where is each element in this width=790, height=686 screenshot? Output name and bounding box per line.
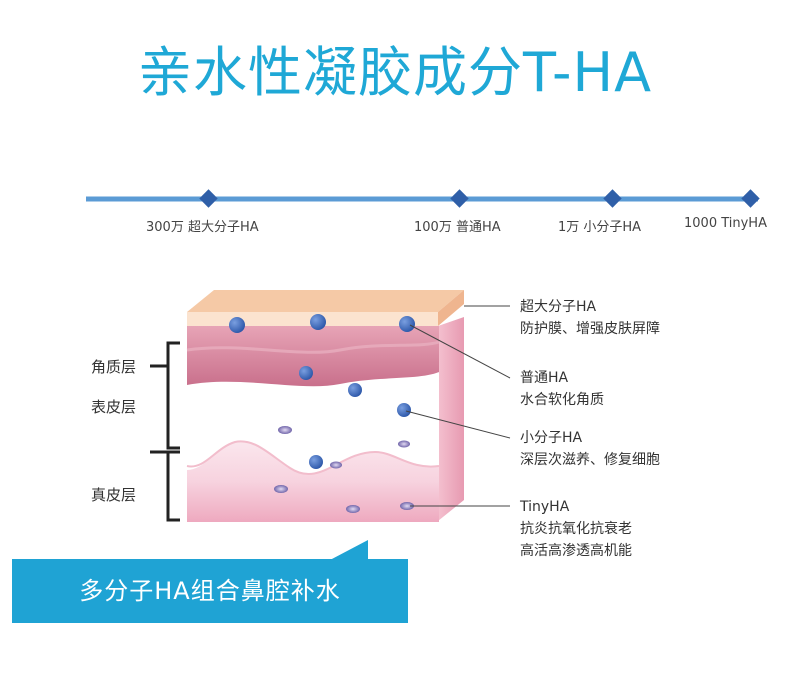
label-stratum-corneum: 角质层 (91, 358, 137, 376)
skin-block (186, 290, 464, 522)
epidermis-layer (187, 372, 439, 475)
ha-tiny-4 (274, 485, 288, 493)
callout-lines (405, 305, 511, 507)
ha-large-2 (310, 314, 326, 330)
callout-small-ha-desc: 深层次滋养、修复细胞 (520, 452, 660, 468)
ha-small-2 (309, 455, 323, 469)
layer-brackets (150, 341, 180, 522)
skin-side (438, 317, 464, 521)
protective-film (187, 290, 464, 312)
callout-tiny-ha-name: TinyHA (520, 499, 570, 515)
callout-large-ha: 超大分子HA 防护膜、增强皮肤屏障 (520, 296, 660, 340)
page-title: 亲水性凝胶成分T-HA (137, 41, 653, 104)
callout-normal-ha: 普通HA 水合软化角质 (520, 367, 604, 411)
ha-large-1 (229, 317, 245, 333)
callout-small-ha-name: 小分子HA (520, 430, 583, 446)
banner-pointer (330, 540, 368, 560)
callout-tiny-ha-desc-2: 高活高渗透高机能 (520, 543, 632, 559)
callout-normal-ha-name: 普通HA (520, 370, 569, 386)
label-epidermis: 表皮层 (91, 398, 137, 416)
timeline-label-3: 1万 小分子HA (558, 220, 642, 235)
timeline-label-4: 1000 TinyHA (684, 216, 767, 231)
ha-tiny-3 (330, 461, 342, 469)
ha-normal-1 (299, 366, 313, 380)
timeline-marker-1 (199, 189, 218, 208)
callout-normal-ha-desc: 水合软化角质 (520, 392, 604, 408)
ha-large-3 (399, 316, 415, 332)
callout-small-ha: 小分子HA 深层次滋养、修复细胞 (520, 427, 660, 471)
ha-tiny-5 (346, 505, 360, 513)
ha-tiny-6 (400, 502, 414, 510)
timeline-marker-2 (450, 189, 469, 208)
bottom-banner: 多分子HA组合鼻腔补水 (12, 559, 408, 623)
timeline-label-1: 300万 超大分子HA (146, 220, 259, 235)
callout-large-ha-desc: 防护膜、增强皮肤屏障 (520, 321, 660, 337)
ha-tiny-2 (398, 440, 410, 448)
ha-tiny-1 (278, 426, 292, 434)
ha-normal-2 (348, 383, 362, 397)
callout-tiny-ha: TinyHA 抗炎抗氧化抗衰老 高活高渗透高机能 (520, 496, 632, 562)
timeline-label-2: 100万 普通HA (414, 220, 501, 235)
stratum-corneum-layer (187, 326, 439, 387)
callout-tiny-ha-desc-1: 抗炎抗氧化抗衰老 (520, 521, 632, 537)
callout-large-ha-name: 超大分子HA (520, 299, 597, 315)
timeline-marker-4 (741, 189, 760, 208)
ha-small-1 (397, 403, 411, 417)
timeline-marker-3 (603, 189, 622, 208)
label-dermis: 真皮层 (91, 486, 137, 504)
